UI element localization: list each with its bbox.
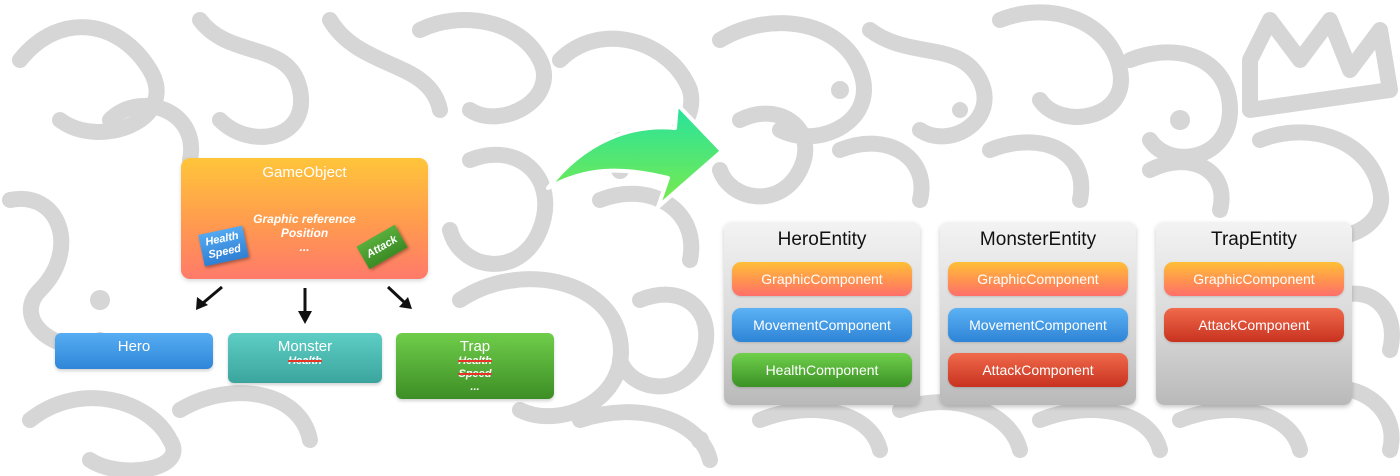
attack-component: AttackComponent (948, 353, 1128, 387)
trap-entity-title: TrapEntity (1211, 229, 1297, 250)
attack-component: AttackComponent (1164, 308, 1344, 342)
graphic-component: GraphicComponent (1164, 262, 1344, 296)
movement-component: MovementComponent (732, 308, 912, 342)
gameobject-prop: ... (299, 240, 310, 254)
health-component: HealthComponent (732, 353, 912, 387)
graphic-component: GraphicComponent (732, 262, 912, 296)
curved-arrow-icon (546, 102, 724, 209)
gameobject-box: GameObject Graphic reference Position ..… (181, 158, 428, 279)
monster-entity-title: MonsterEntity (979, 229, 1097, 250)
hero-class-box: Hero (55, 333, 213, 369)
arrow-down-icon (386, 285, 412, 309)
more-properties: ... (470, 381, 480, 393)
removed-property: Speed (458, 368, 492, 380)
removed-property: Health (288, 355, 322, 367)
arrow-down-icon (298, 288, 312, 324)
removed-property: Health (458, 355, 492, 367)
gameobject-title: GameObject (262, 164, 347, 181)
gameobject-properties: Graphic reference Position ... (181, 212, 428, 254)
monster-class-box: Monster Health (228, 333, 382, 383)
trap-entity-panel: TrapEntity GraphicComponent AttackCompon… (1156, 222, 1352, 405)
gameobject-prop: Position (280, 226, 329, 240)
movement-component: MovementComponent (948, 308, 1128, 342)
trap-class-box: Trap Health Speed ... (396, 333, 554, 399)
trap-class-title: Trap (459, 338, 491, 355)
gameobject-prop: Graphic reference (253, 212, 356, 226)
monster-class-title: Monster (277, 338, 333, 355)
hero-class-title: Hero (117, 338, 151, 355)
monster-entity-panel: MonsterEntity GraphicComponent MovementC… (940, 222, 1136, 405)
hero-entity-title: HeroEntity (777, 229, 867, 250)
hero-entity-panel: HeroEntity GraphicComponent MovementComp… (724, 222, 920, 405)
graphic-component: GraphicComponent (948, 262, 1128, 296)
arrow-down-icon (196, 285, 223, 310)
